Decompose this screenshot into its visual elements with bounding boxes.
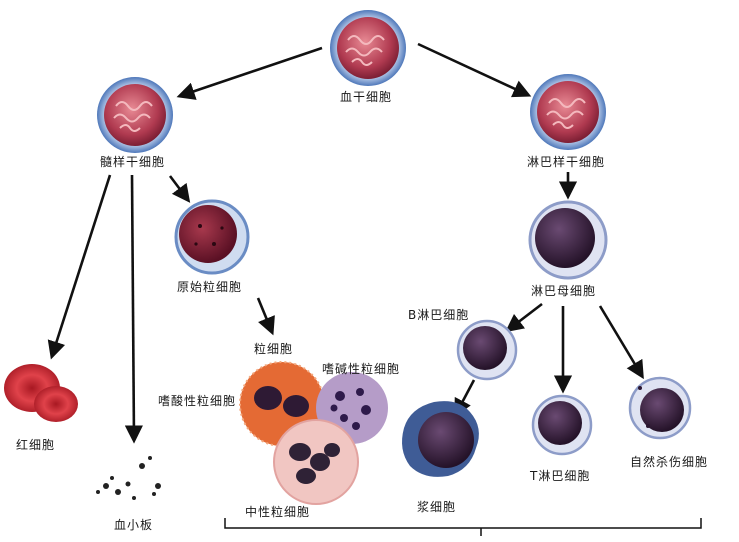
- label-neutrophil: 中性粒细胞: [245, 505, 311, 519]
- hsc-cell: [330, 10, 406, 86]
- arrow-lymphoblast-to-b: [505, 302, 543, 333]
- label-platelet: 血小板: [114, 518, 154, 532]
- label-lymphoblast: 淋巴母细胞: [531, 284, 597, 298]
- label-nk-cell: 自然杀伤细胞: [630, 455, 709, 469]
- arrow-hsc-to-myeloid: [176, 46, 323, 100]
- label-basophil: 嗜碱性粒细胞: [322, 362, 401, 376]
- myeloblast-cell: [174, 199, 250, 275]
- bracket: [224, 518, 702, 536]
- platelets: [96, 456, 161, 500]
- label-granulocyte: 粒细胞: [254, 342, 294, 356]
- arrow-hsc-to-lymphoid: [417, 42, 532, 98]
- label-lymphoid-stem: 淋巴样干细胞: [527, 155, 606, 169]
- arrow-myeloid-to-rbc: [47, 174, 112, 360]
- label-t-lymphocyte: T淋巴细胞: [530, 469, 591, 483]
- red-cells: [4, 364, 78, 422]
- nk-cell: [628, 376, 692, 440]
- t-lymphocyte-cell: [531, 394, 593, 456]
- label-b-lymphocyte: B淋巴细胞: [408, 308, 470, 322]
- lymphoid-stem-cell: [530, 74, 606, 150]
- label-myeloid-stem: 髓样干细胞: [100, 155, 166, 169]
- label-eosinophil: 嗜酸性粒细胞: [158, 394, 237, 408]
- arrow-lymphoblast-to-nk: [598, 305, 644, 380]
- label-red-cell: 红细胞: [16, 438, 56, 452]
- label-hsc: 血干细胞: [340, 90, 393, 104]
- b-lymphocyte-cell: [456, 319, 518, 381]
- neutrophil-cell: [273, 419, 359, 505]
- arrow-myeloid-to-platelet: [124, 174, 143, 444]
- myeloid-stem-cell: [97, 77, 173, 153]
- arrows: [47, 42, 644, 444]
- label-plasma-cell: 浆细胞: [417, 500, 457, 514]
- lymphoblast-cell: [528, 200, 608, 280]
- arrow-myeloblast-to-granulocyte: [256, 297, 275, 336]
- label-myeloblast: 原始粒细胞: [177, 280, 243, 294]
- plasma-cell: [402, 401, 479, 477]
- arrow-myeloid-to-myeloblast: [168, 175, 191, 203]
